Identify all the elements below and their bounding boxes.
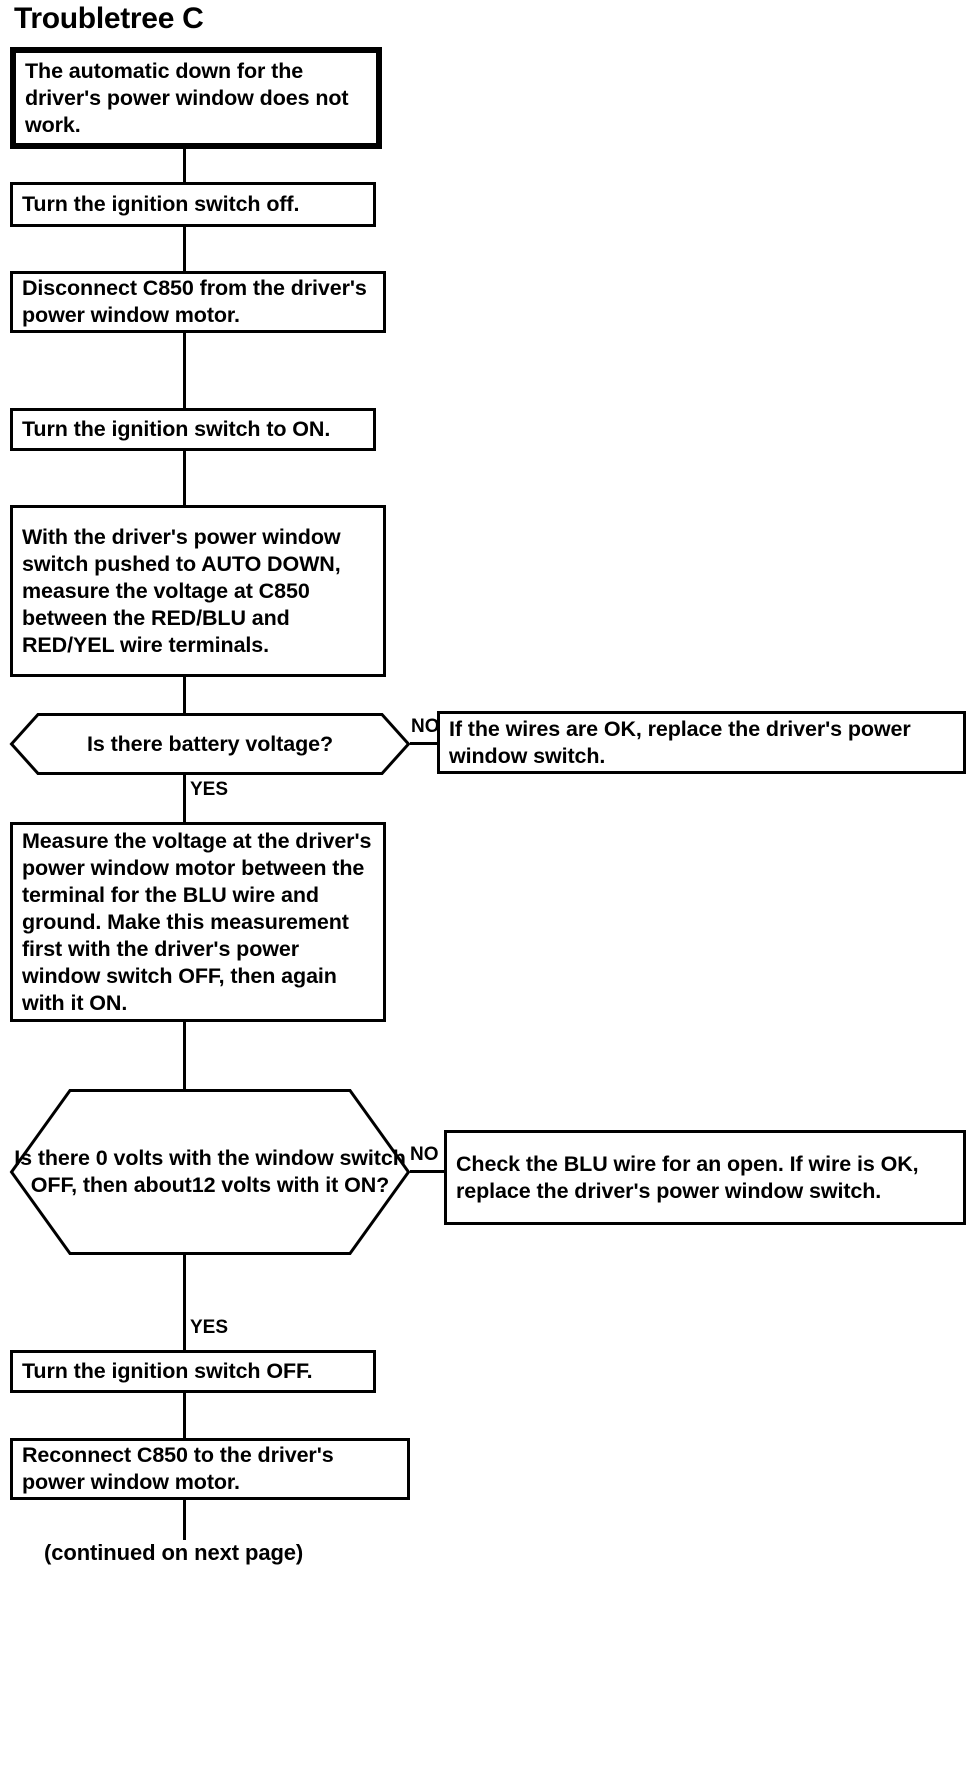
branch-label-no-1: NO [411,716,440,737]
connector-disconnect-to-ign-on [183,333,186,408]
node-step-ign-off: Turn the ignition switch off. [10,182,376,227]
branch-label-yes-1: YES [190,779,229,800]
node-step-measure-blu-text: Measure the voltage at the driver's powe… [22,828,372,1015]
node-decision-zero-volts: Is there 0 volts with the window switch … [9,1089,411,1255]
hexagon-shape-2 [9,1089,411,1255]
hexagon-shape-1 [9,713,411,775]
connector-ign-off-2-to-reconnect [183,1393,186,1438]
node-step-measure-blu: Measure the voltage at the driver's powe… [10,822,386,1022]
connector-measure-blu-to-decision-2 [183,1022,186,1089]
connector-yes-branch-1 [183,775,186,822]
node-step-ign-off-2: Turn the ignition switch OFF. [10,1350,376,1393]
connector-reconnect-to-continued [183,1500,186,1540]
node-step-reconnect-c850: Reconnect C850 to the driver's power win… [10,1438,410,1500]
node-step-ign-on: Turn the ignition switch to ON. [10,408,376,451]
connector-measure-to-decision-1 [183,677,186,713]
node-symptom: The automatic down for the driver's powe… [10,47,382,149]
connector-no-branch-2 [410,1170,444,1173]
page-title: Troubletree C [14,2,204,35]
node-result-check-blu: Check the BLU wire for an open. If wire … [444,1130,966,1225]
connector-ign-off-to-disconnect [183,227,186,271]
connector-symptom-to-ign-off [183,149,186,182]
connector-yes-branch-2 [183,1255,186,1350]
node-step-measure-c850-text: With the driver's power window switch pu… [22,524,341,657]
connector-ign-on-to-measure [183,451,186,505]
continued-note: (continued on next page) [44,1540,304,1565]
node-step-ign-off-text: Turn the ignition switch off. [22,192,300,216]
node-step-ign-on-text: Turn the ignition switch to ON. [22,417,331,441]
node-step-measure-c850: With the driver's power window switch pu… [10,505,386,677]
node-step-reconnect-c850-text: Reconnect C850 to the driver's power win… [22,1443,334,1494]
node-symptom-text: The automatic down for the driver's powe… [25,58,349,137]
connector-no-branch-1 [410,742,437,745]
node-result-replace-switch-1-text: If the wires are OK, replace the driver'… [449,716,911,768]
node-result-replace-switch-1: If the wires are OK, replace the driver'… [437,711,966,774]
node-decision-battery-voltage-text: Is there battery voltage? [86,731,334,756]
node-step-disconnect-c850-text: Disconnect C850 from the driver's power … [22,276,367,327]
node-step-disconnect-c850: Disconnect C850 from the driver's power … [10,271,386,333]
branch-label-yes-2: YES [190,1317,229,1338]
branch-label-no-2: NO [410,1144,439,1165]
node-result-check-blu-text: Check the BLU wire for an open. If wire … [456,1151,919,1203]
node-decision-zero-volts-text: Is there 0 volts with the window switch … [14,1146,406,1197]
node-decision-battery-voltage: Is there battery voltage? [9,713,411,775]
node-step-ign-off-2-text: Turn the ignition switch OFF. [22,1359,313,1383]
